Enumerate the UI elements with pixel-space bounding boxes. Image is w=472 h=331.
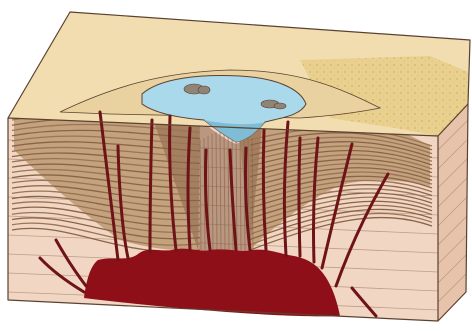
feeder-dike (299, 138, 300, 256)
magma-chamber (84, 249, 340, 317)
rock (198, 86, 210, 94)
rock (274, 103, 286, 109)
crust-side-face (438, 104, 468, 321)
